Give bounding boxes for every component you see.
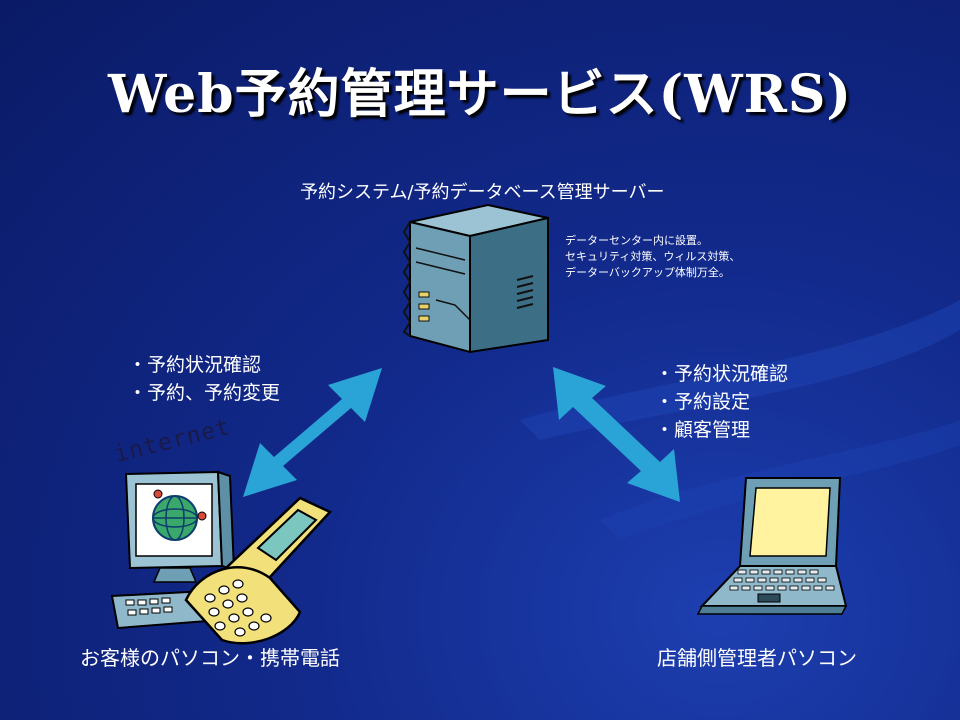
left-double-arrow (243, 368, 382, 497)
server-note-line: データーセンター内に設置。 (565, 234, 708, 247)
list-item: ・顧客管理 (655, 419, 751, 441)
list-item: ・予約、予約変更 (128, 382, 281, 404)
server-icon (402, 203, 549, 354)
laptop-icon (696, 477, 848, 615)
customer-devices-caption: お客様のパソコン・携帯電話 (80, 646, 340, 670)
admin-pc-caption: 店舗側管理者パソコン (657, 646, 857, 670)
server-notes: データーセンター内に設置。 セキュリティ対策、ウィルス対策、 データーバックアッ… (565, 233, 740, 281)
right-double-arrow (553, 367, 680, 502)
server-caption: 予約システム/予約データベース管理サーバー (300, 182, 665, 203)
customer-functions-list: ・予約状況確認 ・予約、予約変更 (128, 351, 280, 407)
background-swoosh (520, 300, 960, 440)
server-note-line: セキュリティ対策、ウィルス対策、 (565, 250, 741, 263)
list-item: ・予約状況確認 (655, 363, 789, 385)
server-note-line: データーバックアップ体制万全。 (565, 266, 730, 279)
list-item: ・予約設定 (655, 391, 751, 413)
list-item: ・予約状況確認 (128, 354, 262, 376)
mobile-phone-icon (184, 496, 333, 645)
admin-functions-list: ・予約状況確認 ・予約設定 ・顧客管理 (655, 360, 788, 444)
page-title: Web予約管理サービス(WRS) (108, 64, 852, 125)
